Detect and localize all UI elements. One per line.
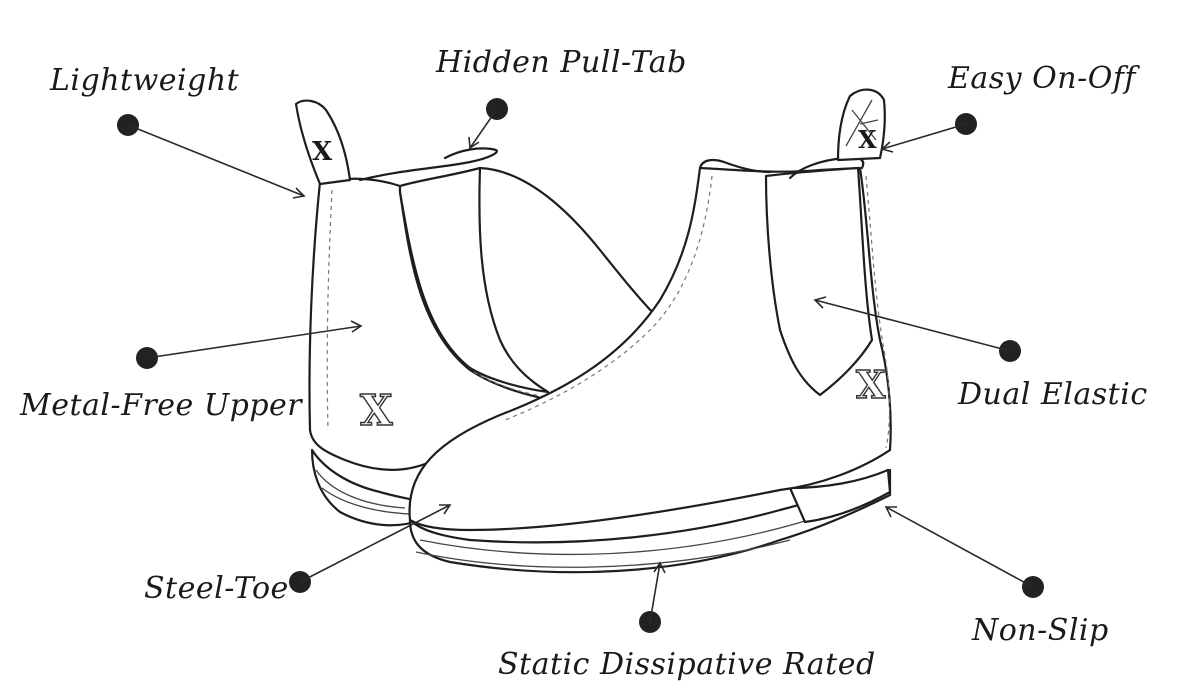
front-boot-heel (788, 468, 892, 524)
front-boot-elastic (764, 166, 874, 397)
callout-lightweight-label: Lightweight (49, 63, 240, 98)
callout-easy-on-off: Easy On-Off (880, 61, 1140, 153)
back-boot-tab-logo: X (312, 137, 333, 167)
callout-metal-free-upper: Metal-Free Upper (19, 320, 363, 423)
front-boot-tab-logo: X (858, 125, 877, 154)
callout-static-dissipative-leader (649, 562, 661, 623)
back-boot-pull-tab (294, 99, 352, 186)
front-boot-pull-tab (836, 88, 886, 162)
callout-easy-on-off-label: Easy On-Off (947, 61, 1140, 96)
callout-steel-toe-leader (299, 504, 451, 583)
callout-metal-free-upper-leader (146, 325, 362, 359)
callout-non-slip-label: Non-Slip (971, 613, 1109, 648)
callout-dual-elastic-label: Dual Elastic (957, 377, 1148, 412)
callout-hidden-pull-tab-leader (469, 108, 498, 149)
back-boot-side-logo: X (360, 386, 393, 435)
callout-metal-free-upper-label: Metal-Free Upper (19, 388, 303, 423)
front-boot-side-logo: X (856, 362, 886, 407)
callout-dual-elastic: Dual Elastic (813, 296, 1148, 412)
callout-hidden-pull-tab-label: Hidden Pull-Tab (435, 45, 687, 80)
callout-non-slip-leader (885, 506, 1034, 588)
front-boot: X X (408, 88, 892, 574)
callout-dual-elastic-leader (814, 299, 1011, 352)
callout-steel-toe-label: Steel-Toe (144, 571, 289, 606)
callout-steel-toe: Steel-Toe (144, 504, 452, 606)
callout-easy-on-off-leader (881, 123, 967, 150)
callout-static-dissipative-label: Static Dissipative Rated (498, 647, 876, 682)
callout-lightweight-leader (127, 124, 305, 197)
callout-static-dissipative: Static Dissipative Rated (498, 561, 876, 682)
front-boot-sole (408, 468, 892, 574)
callout-lightweight: Lightweight (49, 63, 306, 199)
callout-non-slip: Non-Slip (884, 506, 1109, 648)
callout-hidden-pull-tab: Hidden Pull-Tab (435, 45, 687, 150)
